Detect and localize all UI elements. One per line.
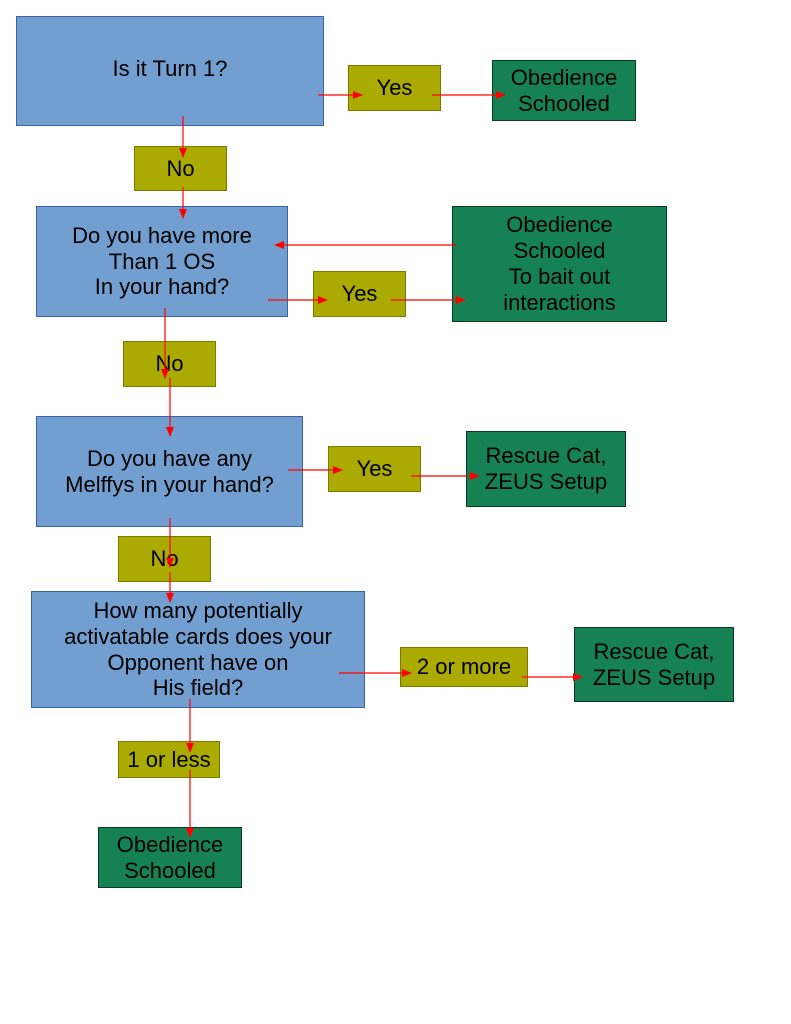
answer-2-or-more: 2 or more [400,647,528,687]
answer-yes-melffys: Yes [328,446,421,492]
answer-yes-more-than-1-os: Yes [313,271,406,317]
result-rescue-cat-zeus-melffys: Rescue Cat, ZEUS Setup [466,431,626,507]
answer-no-turn-1: No [134,146,227,191]
question-turn-1: Is it Turn 1? [16,16,324,126]
question-more-than-1-os: Do you have more Than 1 OS In your hand? [36,206,288,317]
result-rescue-cat-zeus-opponent: Rescue Cat, ZEUS Setup [574,627,734,702]
answer-yes-turn-1: Yes [348,65,441,111]
question-melffys-in-hand: Do you have any Melffys in your hand? [36,416,303,527]
answer-1-or-less: 1 or less [118,741,220,778]
answer-no-more-than-1-os: No [123,341,216,387]
result-obedience-schooled-bait: Obedience Schooled To bait out interacti… [452,206,667,322]
answer-no-melffys: No [118,536,211,582]
result-obedience-schooled-1-or-less: Obedience Schooled [98,827,242,888]
question-opponent-activatable-cards: How many potentially activatable cards d… [31,591,365,708]
result-obedience-schooled-turn-1: Obedience Schooled [492,60,636,121]
